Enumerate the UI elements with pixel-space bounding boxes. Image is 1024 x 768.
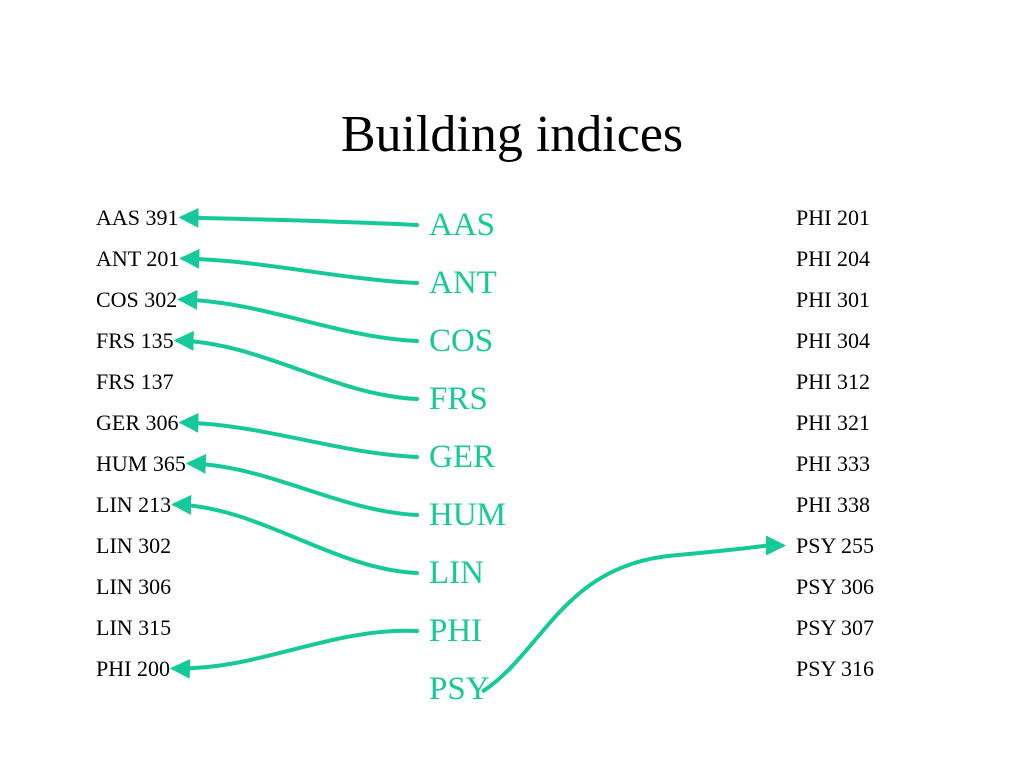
course-item-right: PSY 306 [796, 574, 875, 599]
course-item-left: FRS 137 [96, 369, 174, 394]
course-item-right: PHI 201 [796, 205, 870, 230]
course-item-left: LIN 302 [96, 533, 172, 558]
course-item-right: PHI 301 [796, 287, 870, 312]
index-key: GER [429, 439, 495, 475]
index-key: COS [429, 323, 494, 359]
index-key: AAS [429, 207, 496, 243]
course-item-right: PHI 321 [796, 410, 870, 435]
course-item-left: GER 306 [96, 410, 179, 435]
course-item-right: PSY 316 [796, 656, 875, 681]
pointer-arrow-psy [481, 535, 786, 693]
pointer-arrow-ger [178, 412, 419, 459]
course-item-left: HUM 365 [96, 451, 186, 476]
index-key: ANT [429, 265, 497, 301]
index-key: FRS [429, 381, 488, 417]
course-item-left: AAS 391 [96, 205, 179, 230]
course-item-left: PHI 200 [96, 656, 170, 681]
course-item-right: PHI 304 [796, 328, 870, 353]
pointer-arrow-phi [169, 628, 419, 679]
course-item-right: PHI 204 [796, 246, 870, 271]
pointer-arrow-aas [178, 207, 419, 228]
course-item-left: LIN 306 [96, 574, 172, 599]
course-item-left: FRS 135 [96, 328, 174, 353]
course-item-left: LIN 213 [96, 492, 172, 517]
course-item-right: PHI 333 [796, 451, 870, 476]
index-key: PSY [429, 671, 490, 707]
course-item-right: PHI 312 [796, 369, 870, 394]
pointer-arrow-cos [177, 289, 419, 343]
index-key: PHI [429, 613, 483, 649]
course-item-right: PHI 338 [796, 492, 870, 517]
pointer-arrow-ant [179, 248, 419, 285]
index-key: HUM [429, 497, 507, 533]
course-item-left: LIN 315 [96, 615, 172, 640]
pointer-arrow-lin [171, 494, 419, 575]
course-item-left: ANT 201 [96, 246, 180, 271]
index-key: LIN [429, 555, 484, 591]
index-key-list: AAS ANT COS FRS GER HUM LIN PHI PSY [429, 196, 506, 718]
pointer-arrow-hum [185, 453, 419, 517]
pointer-arrow-frs [173, 330, 419, 401]
course-item-right: PSY 307 [796, 615, 875, 640]
course-item-right: PSY 255 [796, 533, 875, 558]
course-item-left: COS 302 [96, 287, 178, 312]
slide-title: Building indices [340, 106, 684, 163]
